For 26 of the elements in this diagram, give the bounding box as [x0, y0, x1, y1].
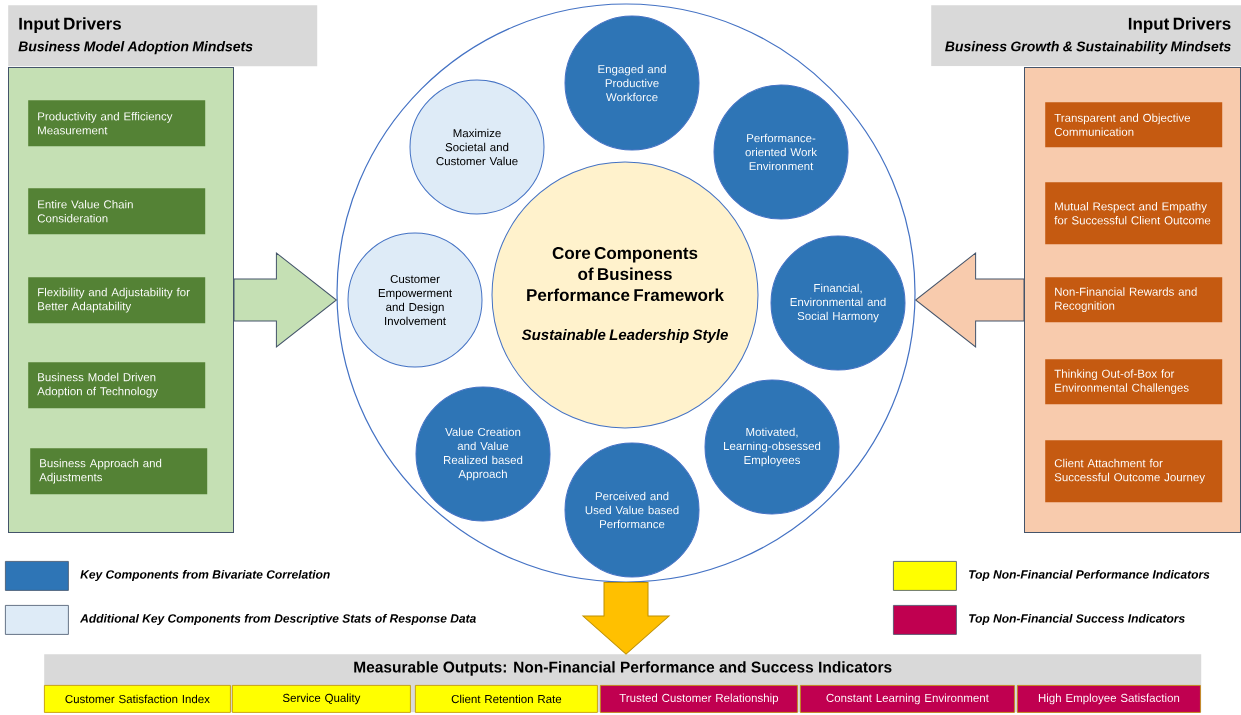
header-band: Input Drivers Business Growth & Sustainability Mindsets — [931, 5, 1241, 67]
legend-label: Key Components from Bivariate Correlation — [80, 569, 330, 582]
driver-box: Business Approach and Adjustments — [30, 448, 208, 495]
indicator-cell: Trusted Customer Relationship — [600, 685, 798, 713]
driver-box: Flexibility and Adjustability for Better Adaptability — [28, 277, 206, 324]
legend-label: Top Non-Financial Performance Indicators — [969, 569, 1210, 582]
indicator-cell: Constant Learning Environment — [800, 685, 1015, 713]
indicator-cell: High Employee Satisfaction — [1017, 685, 1201, 713]
indicator-cell: Customer Satisfaction Index — [44, 685, 231, 713]
block-arrow — [915, 252, 1025, 348]
driver-box: Mutual Respect and Empathy for Successful Client Outcome — [1045, 182, 1223, 245]
driver-box: Entire Value Chain Consideration — [28, 188, 206, 235]
driver-box: Client Attachment for Successful Outcome Journey — [1045, 440, 1223, 503]
driver-box: Productivity and Efficiency Measurement — [28, 100, 206, 147]
block-arrow — [233, 252, 337, 348]
block-arrow — [582, 582, 670, 655]
outer-circle — [336, 3, 916, 583]
legend-label: Top Non-Financial Success Indicators — [969, 613, 1185, 626]
indicator-cell: Client Retention Rate — [415, 685, 598, 713]
driver-box: Business Model Driven Adoption of Technology — [28, 362, 206, 409]
header-band: Input Drivers Business Model Adoption Mindsets — [8, 5, 318, 67]
indicator-cell: Service Quality — [232, 685, 411, 713]
legend-label: Additional Key Components from Descriptive Stats of Response Data — [79, 613, 476, 626]
driver-box: Non-Financial Rewards and Recognition — [1045, 277, 1223, 323]
driver-box: Transparent and Objective Communication — [1045, 102, 1223, 148]
driver-box: Thinking Out-of-Box for Environmental Challenges — [1045, 359, 1223, 405]
